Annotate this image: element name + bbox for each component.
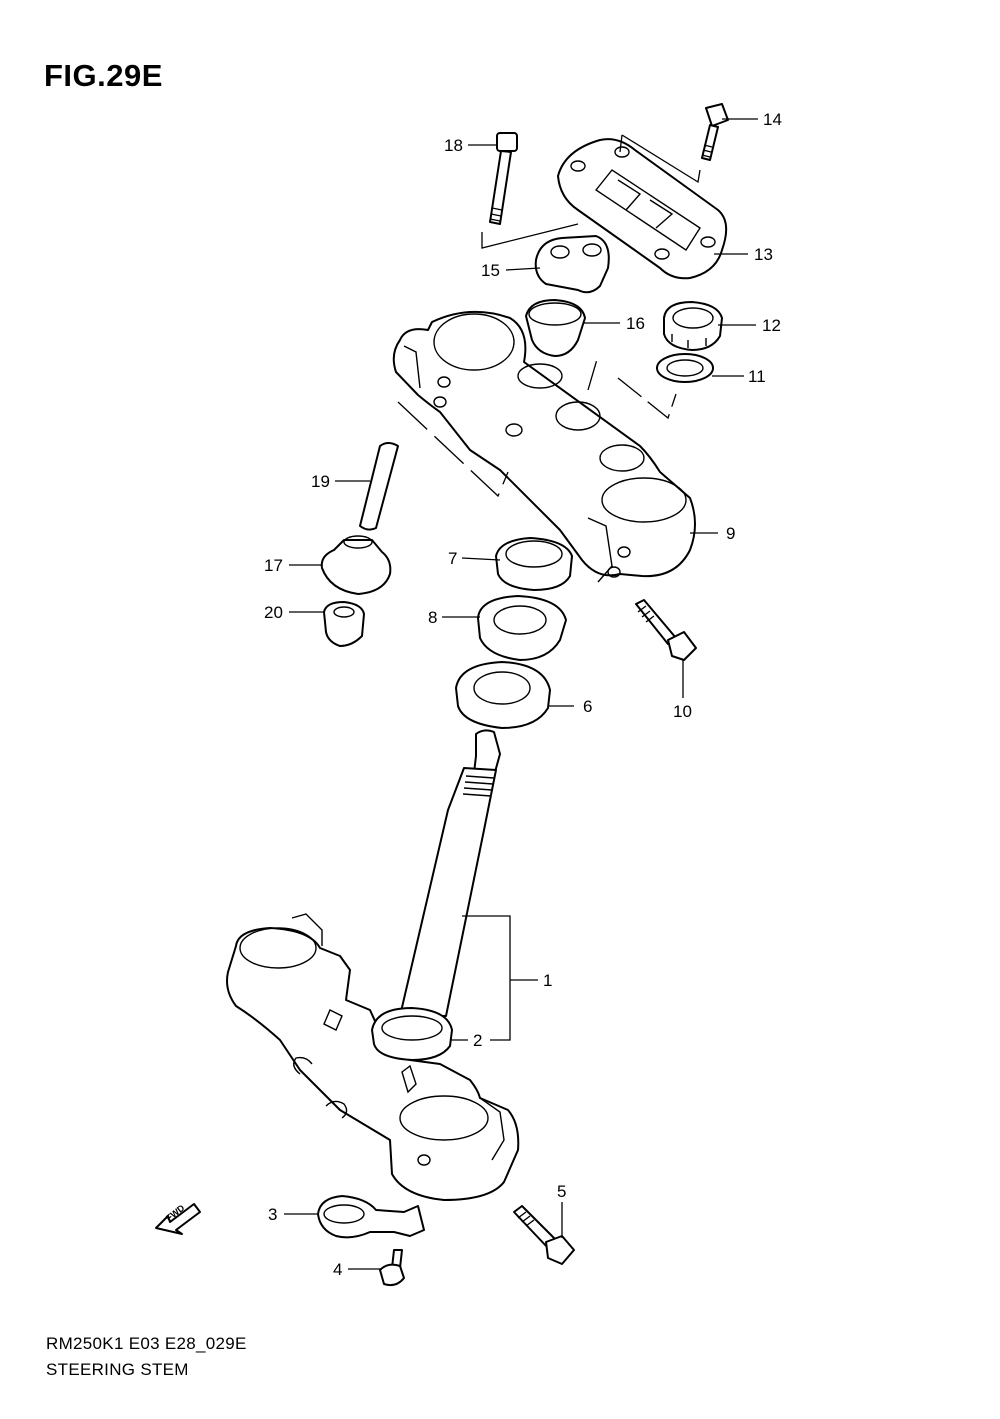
part-4-bolt[interactable] (379, 1249, 405, 1287)
fwd-arrow-icon (155, 1203, 201, 1235)
part-6-bearing[interactable] (455, 661, 551, 729)
callout-12: 12 (762, 316, 781, 335)
callout-2: 2 (473, 1031, 483, 1050)
part-1-steering-stem[interactable] (226, 729, 520, 1201)
part-3-cable-guide[interactable] (317, 1195, 425, 1239)
callout-18: 18 (444, 136, 463, 155)
callout-16: 16 (626, 314, 645, 333)
part-8-dust-seal[interactable] (477, 595, 567, 661)
part-11-washer[interactable] (656, 353, 714, 383)
figure-caption: STEERING STEM (46, 1360, 189, 1379)
callout-5: 5 (557, 1182, 567, 1201)
part-16-cushion[interactable] (525, 299, 586, 357)
part-12-stem-nut[interactable] (663, 301, 723, 351)
part-18-bolt[interactable] (489, 132, 518, 225)
callout-15: 15 (481, 261, 500, 280)
part-19-pin[interactable] (359, 442, 399, 531)
callout-13: 13 (754, 245, 773, 264)
callout-1: 1 (543, 971, 553, 990)
part-9-upper-bracket[interactable] (392, 310, 696, 583)
callout-9: 9 (726, 524, 736, 543)
part-5-bolt[interactable] (513, 1205, 575, 1265)
callout-20: 20 (264, 603, 283, 622)
part-10-bolt[interactable] (635, 599, 697, 661)
part-14-bolt[interactable] (701, 103, 729, 161)
callout-19: 19 (311, 472, 330, 491)
callout-14: 14 (763, 110, 782, 129)
callout-8: 8 (428, 608, 438, 627)
callout-17: 17 (264, 556, 283, 575)
callout-4: 4 (333, 1260, 343, 1279)
part-15-holder[interactable] (534, 235, 610, 294)
callout-10: 10 (673, 702, 692, 721)
part-17-cushion[interactable] (320, 535, 392, 595)
callout-6: 6 (583, 697, 593, 716)
part-7-lock-nut[interactable] (495, 537, 573, 591)
part-20-nut[interactable] (323, 601, 365, 647)
figure-code: RM250K1 E03 E28_029E (46, 1334, 247, 1353)
callout-3: 3 (268, 1205, 278, 1224)
leader-lines (284, 118, 758, 1270)
part-13-handlebar-clamp[interactable] (557, 138, 728, 280)
figure-title: FIG.29E (44, 58, 163, 93)
callout-7: 7 (448, 549, 458, 568)
callout-11: 11 (748, 367, 766, 386)
